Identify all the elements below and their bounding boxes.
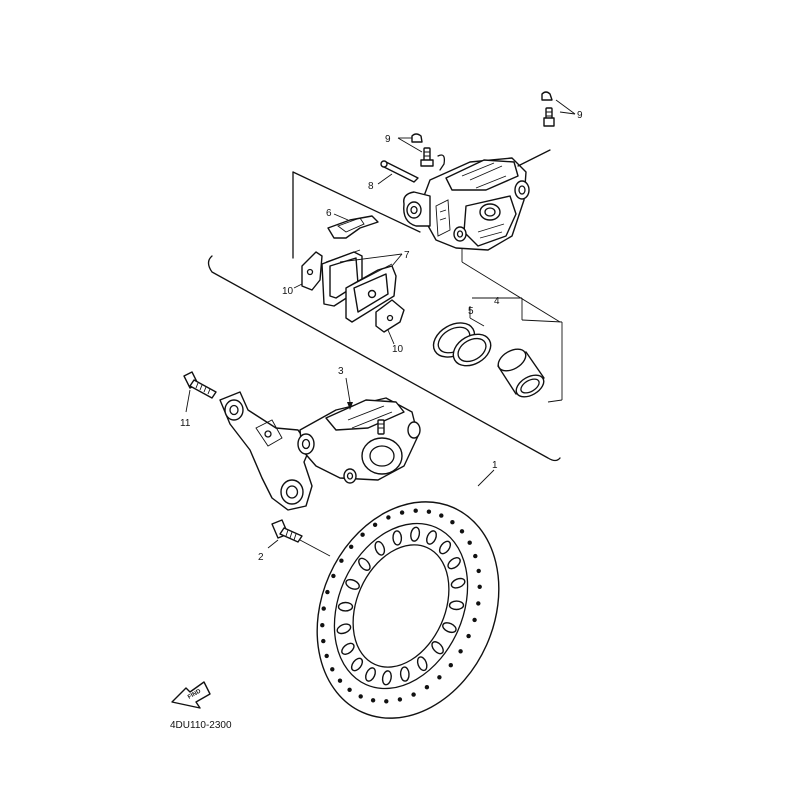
- callout-9-left: 9: [385, 134, 391, 145]
- disc-drill-hole: [372, 522, 378, 527]
- disc-vent-slot: [399, 666, 410, 682]
- disc-drill-hole: [448, 663, 453, 668]
- piston-seals: [432, 306, 492, 367]
- disc-drill-hole: [358, 694, 363, 699]
- bracket-bolt: [183, 371, 217, 413]
- disc-vent-slot: [438, 540, 452, 555]
- disc-drill-hole: [466, 633, 471, 639]
- callout-9-right: 9: [577, 110, 583, 121]
- disc-vent-slot: [410, 526, 421, 542]
- disc-drill-hole: [424, 685, 430, 690]
- disc-drill-hole: [399, 510, 405, 515]
- disc-vent-slot: [350, 657, 364, 672]
- disc-drill-hole: [324, 653, 329, 659]
- disc-drill-hole: [347, 687, 352, 692]
- brake-pads: [321, 249, 403, 323]
- callout-10-left: 10: [282, 286, 294, 297]
- disc-vent-slot: [392, 530, 403, 546]
- callout-1: 1: [492, 460, 498, 471]
- disc-drill-hole: [370, 698, 376, 703]
- pad-spring: [327, 213, 379, 239]
- disc-drill-hole: [384, 699, 389, 704]
- disc-bolt: [267, 519, 331, 557]
- disc-drill-hole: [450, 520, 455, 525]
- disc-vent-slot: [442, 622, 457, 634]
- diagram-code: 4DU110-2300: [170, 720, 232, 731]
- callout-8: 8: [368, 181, 374, 192]
- disc-drill-hole: [477, 584, 482, 589]
- disc-drill-hole: [337, 678, 343, 683]
- callout-10-lower: 10: [392, 344, 404, 355]
- disc-drill-hole: [472, 617, 477, 623]
- disc-vent-slot: [336, 623, 352, 635]
- disc-vent-slot: [431, 641, 444, 655]
- brake-disc: [316, 469, 500, 719]
- disc-slots: [336, 526, 466, 686]
- disc-drill-hole: [458, 649, 463, 654]
- disc-drill-hole: [331, 573, 336, 579]
- pad-pin: [377, 160, 419, 185]
- disc-vent-slot: [416, 656, 428, 672]
- disc-drill-hole: [386, 515, 391, 520]
- pad-shim-left: [293, 251, 323, 291]
- disc-drill-hole: [349, 544, 354, 549]
- disc-drill-hole: [325, 589, 330, 595]
- disc-drill-hole: [330, 667, 335, 672]
- find-arrow-icon: FIND: [171, 681, 211, 709]
- callout-7: 7: [404, 250, 410, 261]
- disc-vent-slot: [345, 578, 360, 590]
- disc-drill-hole: [413, 508, 418, 513]
- disc-drill-hole: [437, 675, 442, 680]
- caliper-piston: [472, 297, 563, 403]
- disc-drill-hole: [411, 692, 416, 697]
- bleed-screw-cap-left: [397, 133, 423, 153]
- disc-vent-slot: [358, 557, 371, 571]
- disc-vent-slot: [337, 601, 354, 612]
- disc-drill-hole: [397, 697, 403, 702]
- disc-drill-hole: [360, 532, 365, 537]
- leader-line-9b: [517, 149, 551, 167]
- disc-vent-slot: [448, 600, 465, 611]
- lower-caliper-assembly: [219, 377, 421, 511]
- callout-11: 11: [180, 418, 191, 429]
- disc-vent-slot: [447, 557, 461, 570]
- disc-vent-slot: [374, 540, 386, 556]
- disc-drill-hole: [321, 606, 326, 611]
- disc-drill-hole: [476, 601, 481, 606]
- upper-caliper-assembly: [403, 147, 561, 323]
- disc-vent-slot: [341, 642, 355, 655]
- callout-4: 4: [494, 296, 500, 307]
- bleed-screw-cap-right: [541, 91, 576, 127]
- disc-drill-hole: [476, 568, 481, 574]
- disc-drill-hole: [426, 509, 432, 514]
- disc-vent-slot: [365, 667, 376, 682]
- group-boundary-line: [207, 171, 561, 462]
- pad-shim-lower: [375, 299, 405, 345]
- disc-vent-slot: [450, 577, 466, 589]
- disc-drill-hole: [439, 513, 444, 518]
- callout-5: 5: [468, 306, 474, 317]
- disc-drill-hole: [321, 638, 326, 644]
- callout-6: 6: [326, 208, 332, 219]
- disc-vent-slot: [426, 530, 437, 545]
- disc-holes: [320, 508, 482, 704]
- disc-drill-hole: [459, 529, 465, 534]
- callout-2: 2: [258, 552, 264, 563]
- disc-drill-hole: [320, 623, 325, 628]
- disc-drill-hole: [339, 558, 344, 563]
- disc-drill-hole: [467, 540, 472, 545]
- disc-vent-slot: [381, 670, 392, 686]
- callout-3: 3: [338, 366, 344, 377]
- disc-drill-hole: [473, 553, 478, 559]
